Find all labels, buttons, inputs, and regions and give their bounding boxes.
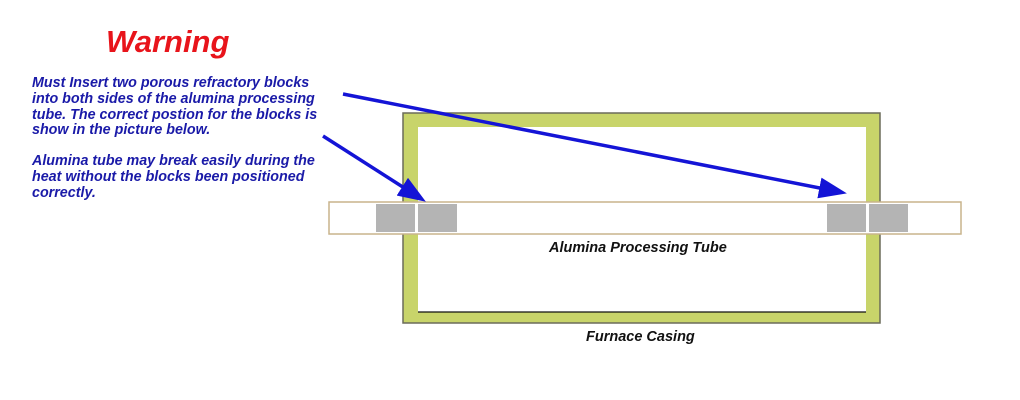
warning-text: Must Insert two porous refractory blocks… — [32, 75, 332, 217]
warning-paragraph-tube-break: Alumina tube may break easily during the… — [32, 153, 315, 201]
refractory-block-left-inner — [418, 204, 457, 232]
refractory-block-left-outer — [376, 204, 415, 232]
warning-title: Warning — [106, 24, 230, 59]
left-refractory-blocks — [376, 204, 457, 232]
right-refractory-blocks — [827, 204, 908, 232]
refractory-block-right-inner — [827, 204, 866, 232]
warning-paragraph-insert-blocks: Must Insert two porous refractory blocks… — [32, 75, 318, 139]
arrow-to-left-blocks — [322, 134, 426, 202]
arrow-to-right-blocks — [342, 92, 847, 199]
alumina-tube-label: Alumina Processing Tube — [549, 240, 727, 256]
refractory-block-right-outer — [869, 204, 908, 232]
furnace-casing-label: Furnace Casing — [586, 329, 695, 345]
